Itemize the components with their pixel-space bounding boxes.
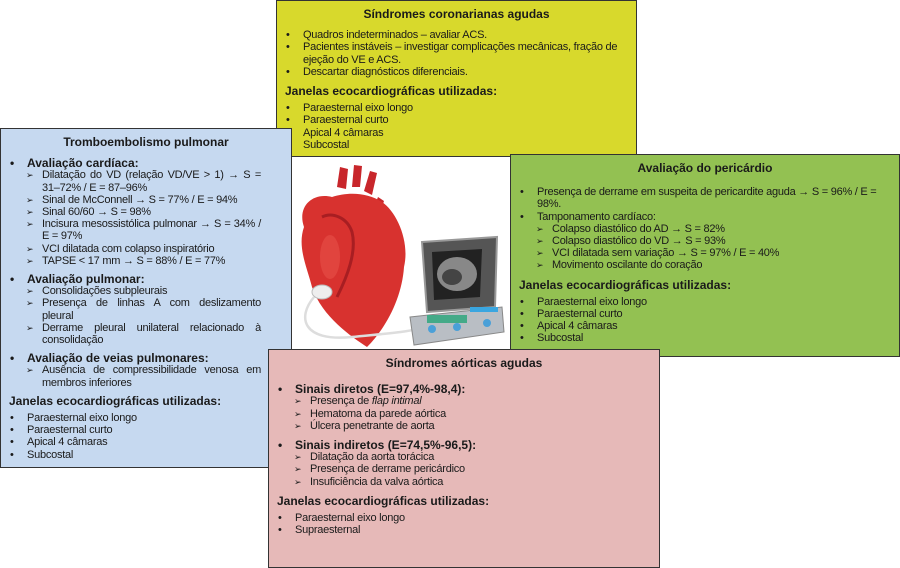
window-item: Supraesternal (277, 524, 651, 536)
window-item: Apical 4 câmaras (285, 127, 628, 139)
bullet-group: Avaliação pulmonar:Consolidações subpleu… (9, 273, 261, 346)
bullet-group: Avaliação de veias pulmonares:Ausência d… (9, 352, 261, 389)
box-title: Avaliação do pericárdio (637, 161, 773, 175)
arrow-sub-item: Presença de linhas A com deslizamento pl… (9, 297, 261, 321)
arrow-sub-item: Ausência de compressibilidade venosa em … (9, 364, 261, 388)
window-item: Paraesternal curto (519, 308, 891, 320)
heart-icon (301, 165, 406, 347)
window-item: Subcostal (519, 332, 891, 344)
arrow-sub-item: Colapso diastólico do AD → S = 82% (519, 223, 891, 235)
box-title: Síndromes coronarianas agudas (363, 7, 550, 21)
arrow-sub-item: Úlcera penetrante de aorta (277, 420, 651, 432)
acute-coronary-syndromes-box: Síndromes coronarianas agudasQuadros ind… (276, 0, 637, 157)
arrow-sub-item: Colapso diastólico do VD → S = 93% (519, 235, 891, 247)
window-item: Paraesternal eixo longo (519, 296, 891, 308)
bullet-item: Descartar diagnósticos diferenciais. (285, 66, 628, 78)
arrow-sub-item: Sinal de McConnell → S = 77% / E = 94% (9, 194, 261, 206)
window-item: Subcostal (285, 139, 628, 151)
windows-heading: Janelas ecocardiográficas utilizadas: (285, 84, 498, 99)
pericardium-box: Avaliação do pericárdioPresença de derra… (510, 154, 900, 357)
sub-item-text: Presença de (310, 395, 372, 408)
sub-item-italic-term: flap intimal (371, 395, 422, 408)
bullet-item: Sinais indiretos (E=74,5%-96,5): (277, 439, 651, 452)
window-item: Apical 4 câmaras (519, 320, 891, 332)
bullet-item: Quadros indeterminados – avaliar ACS. (285, 29, 628, 41)
arrow-sub-item: Presença de flap intimal (277, 395, 651, 407)
window-item: Paraesternal curto (9, 424, 261, 436)
acute-aortic-syndromes-box: Síndromes aórticas agudasSinais diretos … (268, 349, 660, 568)
bullet-item: Pacientes instáveis – investigar complic… (285, 41, 628, 65)
bullet-item: Tamponamento cardíaco: (519, 211, 891, 223)
arrow-sub-item: Presença de derrame pericárdico (277, 463, 651, 475)
bullet-group: Sinais diretos (E=97,4%-98,4):Presença d… (277, 383, 651, 432)
windows-heading: Janelas ecocardiográficas utilizadas: (9, 393, 222, 408)
bullet-group: Quadros indeterminados – avaliar ACS.Pac… (285, 29, 628, 78)
arrow-sub-item: Hematoma da parede aórtica (277, 408, 651, 420)
window-item: Paraesternal eixo longo (9, 412, 261, 424)
window-item: Subcostal (9, 449, 261, 461)
arrow-sub-item: VCI dilatada com colapso inspiratório (9, 243, 261, 255)
bullet-item: Avaliação de veias pulmonares: (9, 352, 261, 365)
windows-heading: Janelas ecocardiográficas utilizadas: (277, 493, 490, 508)
bullet-group: Avaliação cardíaca:Dilatação do VD (rela… (9, 157, 261, 267)
bullet-group: Presença de derrame em suspeita de peric… (519, 186, 891, 272)
ultrasound-machine-icon (409, 235, 505, 346)
arrow-sub-item: Movimento oscilante do coração (519, 259, 891, 271)
window-item: Paraesternal eixo longo (277, 512, 651, 524)
arrow-sub-item: Sinal 60/60 → S = 98% (9, 206, 261, 218)
arrow-sub-item: TAPSE < 17 mm → S = 88% / E = 77% (9, 255, 261, 267)
window-item: Paraesternal eixo longo (285, 102, 628, 114)
box-title: Tromboembolismo pulmonar (63, 135, 229, 149)
arrow-sub-item: Insuficiência da valva aórtica (277, 476, 651, 488)
bullet-item: Avaliação cardíaca: (9, 157, 261, 170)
box-title: Síndromes aórticas agudas (385, 356, 543, 370)
bullet-item: Presença de derrame em suspeita de peric… (519, 186, 891, 210)
heart-ultrasound-illustration (292, 157, 510, 349)
arrow-sub-item: Dilatação da aorta torácica (277, 451, 651, 463)
window-item: Apical 4 câmaras (9, 436, 261, 448)
arrow-sub-item: Derrame pleural unilateral relacionado à… (9, 322, 261, 346)
bullet-group: Sinais indiretos (E=74,5%-96,5):Dilataçã… (277, 439, 651, 488)
window-item: Paraesternal curto (285, 114, 628, 126)
bullet-item: Sinais diretos (E=97,4%-98,4): (277, 383, 651, 396)
windows-heading: Janelas ecocardiográficas utilizadas: (519, 277, 732, 292)
pulmonary-embolism-box: Tromboembolismo pulmonarAvaliação cardía… (0, 128, 292, 468)
arrow-sub-item: Dilatação do VD (relação VD/VE > 1) → S … (9, 169, 261, 193)
arrow-sub-item: VCI dilatada sem variação → S = 97% / E … (519, 247, 891, 259)
arrow-sub-item: Incisura mesossistólica pulmonar → S = 3… (9, 218, 261, 242)
bullet-item: Avaliação pulmonar: (9, 273, 261, 286)
arrow-sub-item: Consolidações subpleurais (9, 285, 261, 297)
